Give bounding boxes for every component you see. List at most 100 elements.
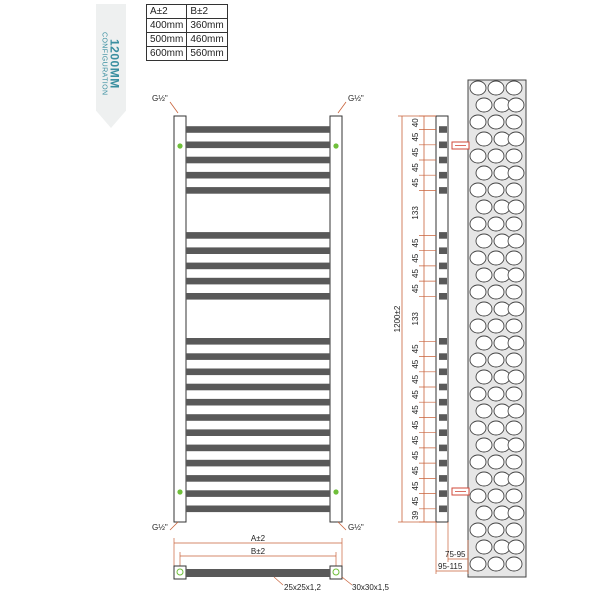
stone (505, 250, 523, 266)
bar-section (186, 569, 330, 577)
side-bar-section (439, 277, 447, 285)
stone (475, 97, 493, 113)
stone (469, 522, 487, 538)
stone (475, 199, 493, 215)
leader-top-right (337, 101, 347, 114)
valve-label-top-right: G½" (348, 94, 364, 103)
stone-pattern (469, 80, 525, 572)
bottom-valve-right (332, 568, 340, 576)
side-bar-section (439, 156, 447, 164)
towel-bar (186, 368, 330, 376)
leader-bottom-right (337, 521, 347, 531)
stone (475, 471, 493, 487)
towel-bar (186, 459, 330, 467)
stone (507, 199, 525, 215)
stone (507, 403, 525, 419)
spacing-label: 45 (411, 405, 420, 414)
dimension-table-row: 600mm 560mm (145, 46, 228, 61)
stone (507, 369, 525, 385)
wall-gap-far-label: 95-115 (438, 562, 463, 571)
towel-bar (186, 475, 330, 482)
side-bar-section (439, 414, 447, 421)
stone (507, 267, 525, 283)
stone (475, 233, 493, 249)
spacing-label: 45 (411, 132, 420, 141)
side-bar-section (439, 187, 447, 194)
towel-bar (186, 277, 330, 285)
height-label: 1200±2 (393, 305, 402, 332)
stone (487, 352, 505, 368)
side-bar-section (439, 232, 447, 239)
valve-dot-bottom-right (333, 489, 339, 495)
stone (507, 437, 525, 453)
leader-rail-section (341, 576, 353, 586)
spacing-label: 45 (411, 178, 420, 187)
stone (487, 556, 505, 572)
stone (469, 318, 487, 334)
stone (505, 182, 523, 198)
spacing-label: 45 (411, 269, 420, 278)
towel-bar (186, 171, 330, 179)
stone (505, 148, 523, 164)
leader-bar-section (273, 576, 284, 586)
towel-bar (186, 383, 330, 391)
side-bar-section (439, 293, 447, 300)
towel-bar (186, 444, 330, 452)
side-bar-section (439, 338, 447, 345)
stone (505, 522, 523, 538)
stone (507, 539, 525, 555)
valve-label-top-left: G½" (152, 94, 168, 103)
towel-bar (186, 262, 330, 270)
valve-label-bottom-left: G½" (152, 523, 168, 532)
stone (487, 420, 505, 436)
side-bar-section (439, 353, 447, 360)
stone (475, 267, 493, 283)
stone (475, 539, 493, 555)
dimension-table-header: A±2 B±2 (145, 4, 228, 19)
stone (505, 80, 523, 96)
towel-bar (186, 429, 330, 436)
spacing-label: 45 (411, 374, 420, 383)
side-bar-section (439, 490, 447, 497)
valve-dot-top-right (333, 143, 339, 149)
side-bar-section (439, 505, 447, 513)
spacing-label: 45 (411, 420, 420, 429)
towel-bar (186, 505, 330, 513)
wall-gap-near-label: 75-95 (445, 550, 466, 559)
bottom-valve-left (176, 568, 184, 576)
towel-bar (186, 353, 330, 360)
side-bar-section (439, 368, 447, 376)
stone (475, 505, 493, 521)
stone (469, 454, 487, 470)
bottom-view: A±2 B±2 25x25x1,2 30x30x1,5 (173, 534, 389, 592)
stone (487, 182, 505, 198)
rail-section-left (173, 565, 187, 580)
stone (487, 284, 505, 300)
towel-bar (186, 141, 330, 149)
stone (469, 148, 487, 164)
side-bar-section (439, 141, 447, 149)
stone (475, 301, 493, 317)
spacing-label: 45 (411, 496, 420, 505)
dimension-table-row: 500mm 460mm (145, 32, 228, 47)
front-bars (186, 126, 330, 513)
side-bar-section (439, 126, 447, 133)
dimension-table: A±2 B±2 400mm 360mm 500mm 460mm 600mm 56… (145, 4, 228, 61)
left-rail (173, 115, 187, 523)
side-bar-section (439, 475, 447, 482)
cell-b: 560mm (186, 46, 228, 61)
stone (505, 216, 523, 232)
stone (505, 352, 523, 368)
stone (487, 114, 505, 130)
stone (507, 97, 525, 113)
stone (487, 148, 505, 164)
stone (469, 216, 487, 232)
side-bar-section (439, 383, 447, 391)
spacing-label: 45 (411, 238, 420, 247)
stone (505, 454, 523, 470)
spacing-label: 45 (411, 359, 420, 368)
towel-bar (186, 338, 330, 345)
stone (505, 488, 523, 504)
stone (505, 556, 523, 572)
